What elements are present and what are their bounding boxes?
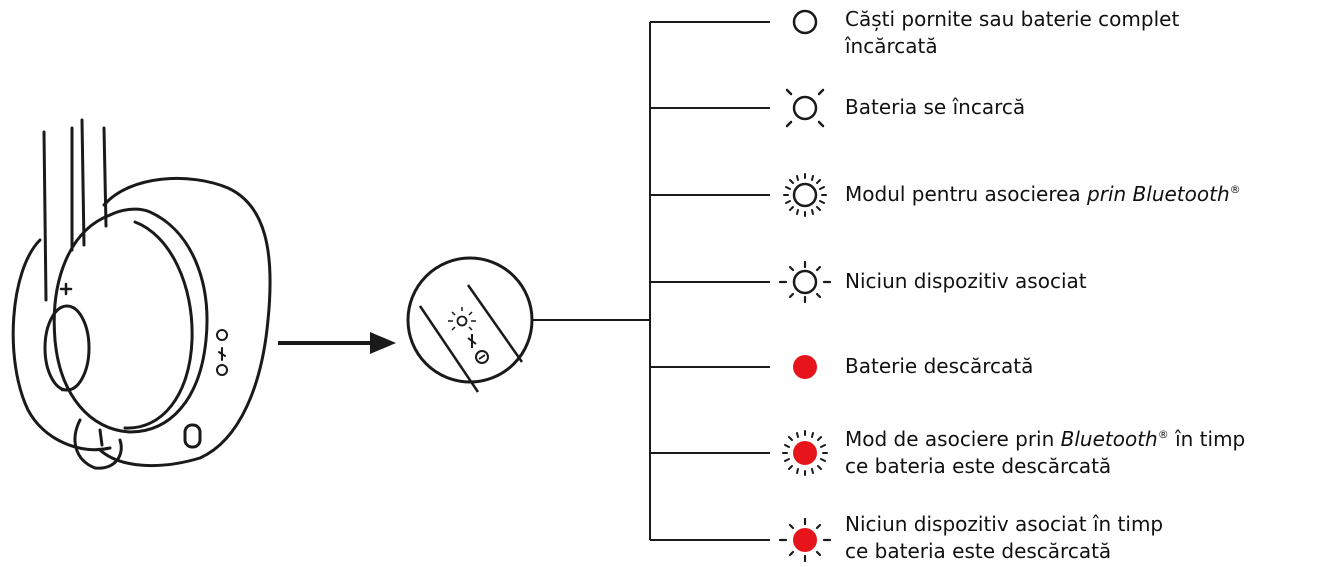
legend-connectors — [532, 21, 770, 541]
arrow-right-icon — [278, 332, 396, 354]
status-label-line: Modul pentru asocierea prin Bluetooth® — [845, 181, 1241, 208]
status-label-text: Niciun dispozitiv asociat în timp — [845, 512, 1164, 536]
led-indicator-icon — [792, 9, 818, 35]
led-indicator-icon — [783, 173, 827, 217]
status-label-line: Mod de asociere prin Bluetooth® în timp — [845, 426, 1245, 453]
status-label-text: Mod de asociere prin — [845, 427, 1061, 451]
status-label-line: Baterie descărcată — [845, 353, 1033, 380]
status-label-text: Bluetooth — [1060, 427, 1158, 451]
status-label-text: ce bateria este descărcată — [845, 454, 1112, 478]
button-panel-zoom-icon — [406, 256, 534, 393]
led-indicator-icon — [793, 355, 817, 379]
status-label-text: ce bateria este descărcată — [845, 539, 1112, 563]
status-label-charging: Bateria se încarcă — [845, 94, 1025, 121]
led-indicator-icon — [782, 430, 828, 476]
led-indicator-icon — [785, 88, 825, 128]
status-label-no-device-low: Niciun dispozitiv asociat în timp ce bate… — [845, 511, 1163, 565]
status-label-text: ® — [1157, 428, 1169, 441]
status-label-line: Bateria se încarcă — [845, 94, 1025, 121]
status-label-line: ce bateria este descărcată — [845, 453, 1245, 480]
status-label-text: Niciun dispozitiv asociat — [845, 269, 1087, 293]
status-label-text: Modul pentru asocierea — [845, 182, 1088, 206]
status-label-text: ® — [1229, 183, 1241, 196]
status-label-text: Bateria se încarcă — [845, 95, 1026, 119]
status-label-line: Niciun dispozitiv asociat în timp — [845, 511, 1163, 538]
status-label-text: în timp — [1168, 427, 1246, 451]
status-label-line: ce bateria este descărcată — [845, 538, 1163, 565]
status-label-text: Căști pornite sau baterie complet — [845, 7, 1180, 31]
led-indicator-icon — [778, 517, 832, 563]
status-label-low-battery: Baterie descărcată — [845, 353, 1033, 380]
status-label-line: Niciun dispozitiv asociat — [845, 268, 1087, 295]
led-indicator-icon — [778, 260, 832, 304]
status-label-no-device: Niciun dispozitiv asociat — [845, 268, 1087, 295]
status-label-text: încărcată — [845, 34, 938, 58]
status-label-line: încărcată — [845, 33, 1179, 60]
status-label-on-or-full: Căști pornite sau baterie complet încărca… — [845, 6, 1179, 60]
status-label-line: Căști pornite sau baterie complet — [845, 6, 1179, 33]
status-label-text: Baterie descărcată — [845, 354, 1034, 378]
status-label-bt-pairing: Modul pentru asocierea prin Bluetooth® — [845, 181, 1241, 208]
status-label-text: prin Bluetooth — [1087, 182, 1230, 206]
headset-icon — [11, 118, 272, 470]
